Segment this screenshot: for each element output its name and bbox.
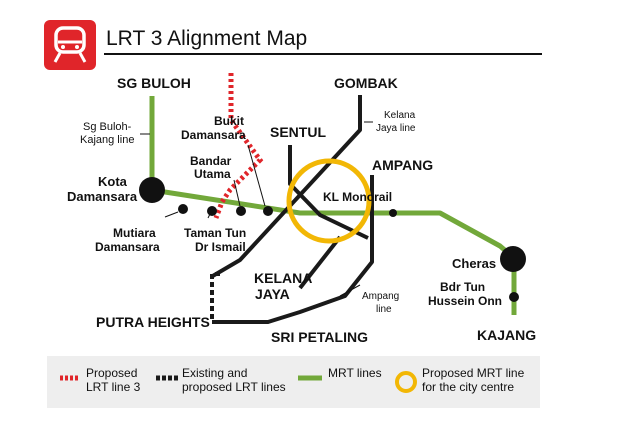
label-cheras: Cheras [452,256,496,271]
legend-text-2b: proposed LRT lines [182,380,286,394]
legend-text-4b: for the city centre [422,380,514,394]
station-cheras [500,246,526,272]
label-bandar-1: Bandar [190,154,232,168]
label-kota-1: Kota [98,174,128,189]
mrt-line [149,96,517,315]
legend-text-3a: MRT lines [328,366,382,380]
station-ampang [389,209,397,217]
label-ampang: AMPANG [372,157,433,173]
station-bdr-tun [509,292,519,302]
legend-item-city-ring: Proposed MRT line for the city centre [395,366,525,394]
leader-lines [140,121,373,297]
legend-text-1a: Proposed [86,366,137,380]
station-bandar-utama [236,206,246,216]
label-kelana-line-1: Kelana [384,110,416,121]
label-gombak: GOMBAK [334,75,398,91]
page-title: LRT 3 Alignment Map [106,27,307,50]
legend-text-2a: Existing and [182,366,247,380]
lrt-lines [209,95,374,324]
legend-item-mrt: MRT lines [298,366,382,381]
label-sentul: SENTUL [270,124,326,140]
station-taman-tun [207,206,217,216]
station-kota-damansara [139,177,165,203]
legend-background [47,356,540,408]
label-ampang-line-2: line [376,304,392,315]
label-taman-1: Taman Tun [184,226,246,240]
label-taman-2: Dr Ismail [195,240,246,254]
label-bukit-1: Bukit [214,114,244,128]
label-bdr-tun-2: Hussein Onn [428,294,502,308]
label-mutiara-1: Mutiara [113,226,156,240]
label-kota-2: Damansara [67,189,138,204]
label-sg-buloh-kajang-1: Sg Buloh- [83,121,132,133]
label-kelana-jaya-2: JAYA [255,286,290,302]
legend: Proposed LRT line 3 Existing and propose… [47,356,540,408]
legend-text-4a: Proposed MRT line [422,366,525,380]
stations [139,177,526,302]
label-bandar-2: Utama [194,167,231,181]
label-mutiara-2: Damansara [95,240,160,254]
train-icon-glyph [53,26,87,63]
city-centre-ring [286,158,372,244]
proposed-lrt3-line [213,73,264,219]
label-kelana-jaya-1: KELANA [254,270,312,286]
label-putra-heights: PUTRA HEIGHTS [96,314,210,330]
label-sg-buloh: SG BULOH [117,75,191,91]
label-kajang: KAJANG [477,327,536,343]
legend-text-1b: LRT line 3 [86,380,141,394]
station-bukit-damansara [263,206,273,216]
label-bdr-tun-1: Bdr Tun [440,280,485,294]
label-ampang-line-1: Ampang [362,291,399,302]
label-sg-buloh-kajang-2: Kajang line [80,134,134,146]
label-kl-monorail: KL Monorail [323,190,392,204]
label-kelana-line-2: Jaya line [376,123,416,134]
station-mutiara-damansara [178,204,188,214]
header: LRT 3 Alignment Map [44,20,542,70]
label-sri-petaling: SRI PETALING [271,329,368,345]
map-labels: SG BULOH Sg Buloh- Kajang line Kota Dama… [67,75,536,345]
label-bukit-2: Damansara [181,128,246,142]
legend-item-proposed-lrt3: Proposed LRT line 3 [60,366,141,394]
legend-item-lrt: Existing and proposed LRT lines [156,366,286,394]
